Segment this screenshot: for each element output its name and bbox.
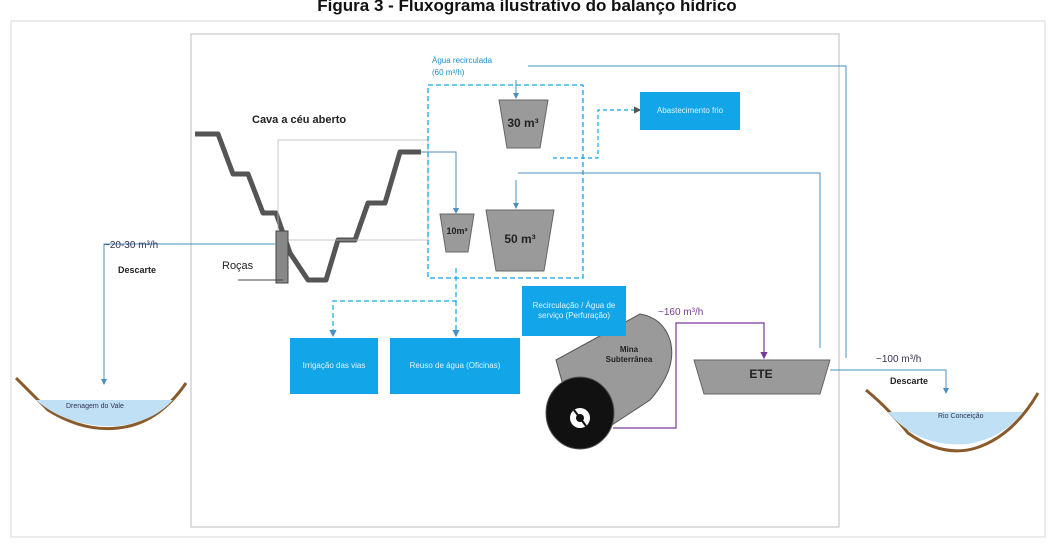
- open-pit-profile: [195, 131, 421, 283]
- underground-mine: [545, 313, 673, 450]
- box-supply: Abastecimento frio: [640, 92, 740, 130]
- outer-frame: [10, 20, 1046, 538]
- right-river-label: Rio Conceição: [938, 413, 984, 420]
- ete-label: ETE: [749, 367, 773, 381]
- tank-30: [498, 99, 549, 149]
- mine-to-ete-line: [613, 322, 768, 429]
- tank-10-label: 10m³: [446, 226, 468, 236]
- left-flow-label: Descarte: [118, 265, 157, 275]
- site-boundary: [190, 33, 840, 528]
- figure-title: Figura 3 - Fluxograma ilustrativo do bal…: [317, 0, 737, 15]
- ete-unit: [693, 359, 831, 395]
- pit-to-tanks-line: [421, 151, 459, 214]
- right-river-water: [888, 412, 1023, 445]
- right-flow-value: ~100 m³/h: [876, 354, 922, 365]
- right-flow-label: Descarte: [890, 376, 929, 386]
- left-discharge-line: [101, 243, 276, 385]
- sump: [275, 230, 289, 284]
- top-return-line: [528, 65, 847, 358]
- ete-return-line: [518, 172, 821, 348]
- box-washing: Reuso de água (Oficinas): [390, 338, 520, 394]
- tank-30-label: 30 m³: [507, 116, 539, 130]
- box-recirculation: Recirculação / Água de serviço (Perfuraç…: [522, 286, 626, 336]
- rocas-label: Roças: [222, 260, 254, 272]
- pit-outline: [277, 139, 429, 241]
- mine-label: Mina Subterrânea: [605, 345, 653, 364]
- pit-title: Cava a céu aberto: [252, 114, 347, 126]
- recirculated-label: Água recirculada: [432, 56, 493, 65]
- left-river-label: Drenagem do Vale: [66, 403, 124, 410]
- tank-50: [485, 209, 555, 272]
- box-irrigation: Irrigação das vias: [290, 338, 378, 394]
- flow-diagram: Cava a céu aberto Roças Água recirculada…: [8, 18, 1048, 541]
- tank-50-label: 50 m³: [504, 232, 536, 246]
- left-flow-value: ~20-30 m³/h: [104, 240, 159, 251]
- irrigation-line: [329, 268, 457, 338]
- recirculation-loop: [427, 84, 584, 279]
- supply-line: [553, 106, 642, 159]
- mid-flow-label: ~160 m³/h: [658, 307, 704, 318]
- tank-10: [439, 213, 475, 253]
- left-river-water: [36, 400, 173, 427]
- right-discharge-line: [830, 369, 949, 394]
- recirculated-flow: (60 m³/h): [432, 68, 465, 77]
- diagram-canvas: [10, 20, 1046, 538]
